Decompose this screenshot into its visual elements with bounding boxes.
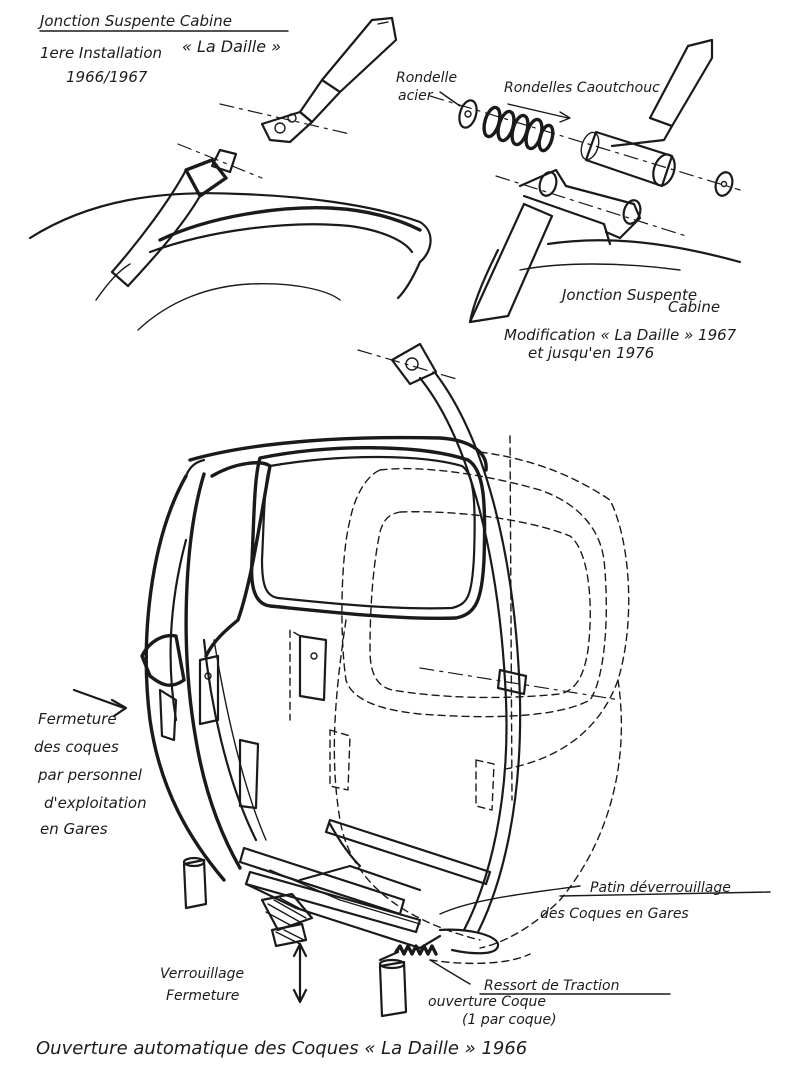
modification-line1: Modification « La Daille » 1967 xyxy=(504,326,737,344)
bottom-caption: Ouverture automatique des Coques « La Da… xyxy=(36,1038,527,1059)
cabin-main-sketch xyxy=(140,342,630,1018)
closing-arrow xyxy=(72,688,128,718)
rubber-washers xyxy=(482,105,555,153)
title-top-left-group: Jonction Suspente Cabine 1ere Installati… xyxy=(37,12,289,86)
modified-junction-sketch xyxy=(429,38,742,324)
first-install-line1: 1ere Installation xyxy=(40,44,162,62)
closing-note: Fermeture des coques par personnel d'exp… xyxy=(34,710,147,838)
spring-line1: Ressort de Traction xyxy=(484,978,619,994)
closing-note-line1: Fermeture xyxy=(38,710,117,728)
lock-line2: Fermeture xyxy=(166,988,239,1004)
spring-label: Ressort de Traction ouverture Coque (1 p… xyxy=(428,978,671,1028)
closing-note-line4: d'exploitation xyxy=(44,794,147,812)
first-install-years: 1966/1967 xyxy=(66,68,148,86)
title-top-left: Jonction Suspente Cabine xyxy=(37,12,232,30)
first-install-brand: « La Daille » xyxy=(182,37,281,56)
unlock-pad-label: Patin déverrouillage des Coques en Gares xyxy=(540,880,771,922)
spring-line2: ouverture Coque xyxy=(428,994,546,1010)
closing-note-line5: en Gares xyxy=(40,820,108,838)
modification-line2: et jusqu'en 1976 xyxy=(528,344,654,362)
unlock-pad-line1: Patin déverrouillage xyxy=(590,880,731,896)
washer-steel-line1: Rondelle xyxy=(396,70,457,86)
original-junction-sketch xyxy=(28,16,432,331)
rubber-washers-label: Rondelles Caoutchouc xyxy=(504,80,660,96)
closing-note-line3: par personnel xyxy=(37,766,143,784)
junction-right-line1: Jonction Suspente xyxy=(559,286,697,304)
spring-line3: (1 par coque) xyxy=(462,1012,557,1028)
washer-steel-line2: acier xyxy=(398,88,434,104)
modified-junction-labels: Rondelle acier Rondelles Caoutchouc Jonc… xyxy=(396,70,737,362)
unlock-pad-line2: des Coques en Gares xyxy=(540,906,689,922)
junction-right-line2: Cabine xyxy=(668,298,720,316)
lock-double-arrow xyxy=(292,942,308,1004)
lock-line1: Verrouillage xyxy=(160,966,244,982)
closing-note-line2: des coques xyxy=(34,738,119,756)
lock-label: Verrouillage Fermeture xyxy=(160,966,244,1004)
